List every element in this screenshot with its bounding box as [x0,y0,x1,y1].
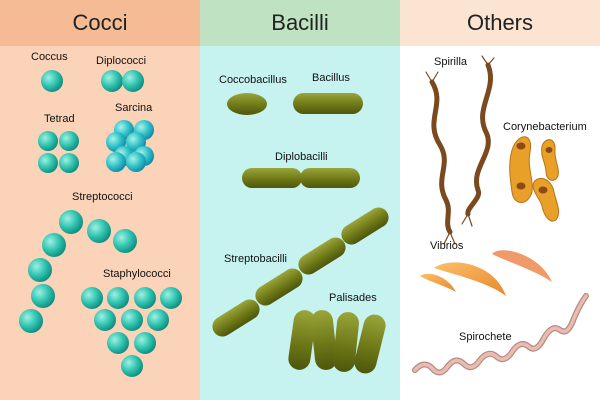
bacillus-label: Bacillus [312,72,350,84]
tetrad-shape [38,131,79,173]
palisades-shape [288,310,386,374]
streptococci-label: Streptococci [72,191,133,203]
diplococci-shape [101,70,144,92]
staphylococci-label: Staphylococci [103,268,171,280]
spirilla-shape [425,55,495,245]
bacilli-header: Bacilli [271,10,329,35]
diplobacilli-label: Diplobacilli [275,151,328,163]
others-header-band [400,0,600,46]
corynebacterium-label: Corynebacterium [503,121,587,133]
sarcina-label: Sarcina [115,102,153,114]
sarcina-shape [106,120,154,172]
coccobacillus-shape [227,93,267,115]
bacilli-header-band [200,0,400,46]
cocci-header-band [0,0,200,46]
palisades-label: Palisades [329,292,377,304]
spirilla-label: Spirilla [434,56,468,68]
corynebacterium-shape [509,136,560,222]
coccus-label: Coccus [31,51,68,63]
others-header: Others [466,10,534,35]
diplococci-label: Diplococci [96,55,147,67]
coccus-shape [41,70,63,92]
spirochete-label: Spirochete [459,331,512,343]
spirochete-shape [412,293,589,376]
streptococci-shape [19,210,137,333]
staphylococci-shape [81,287,182,377]
streptobacilli-label: Streptobacilli [224,253,287,265]
coccobacillus-label: Coccobacillus [219,74,287,86]
diplobacilli-shape [242,168,360,188]
vibrios-shape [420,250,552,296]
cocci-panel [0,0,200,400]
cocci-header: Cocci [72,10,128,35]
streptobacilli-shape [212,207,389,337]
tetrad-label: Tetrad [44,113,75,125]
vibrios-label: Vibrios [430,240,464,252]
bacillus-shape [293,93,363,114]
